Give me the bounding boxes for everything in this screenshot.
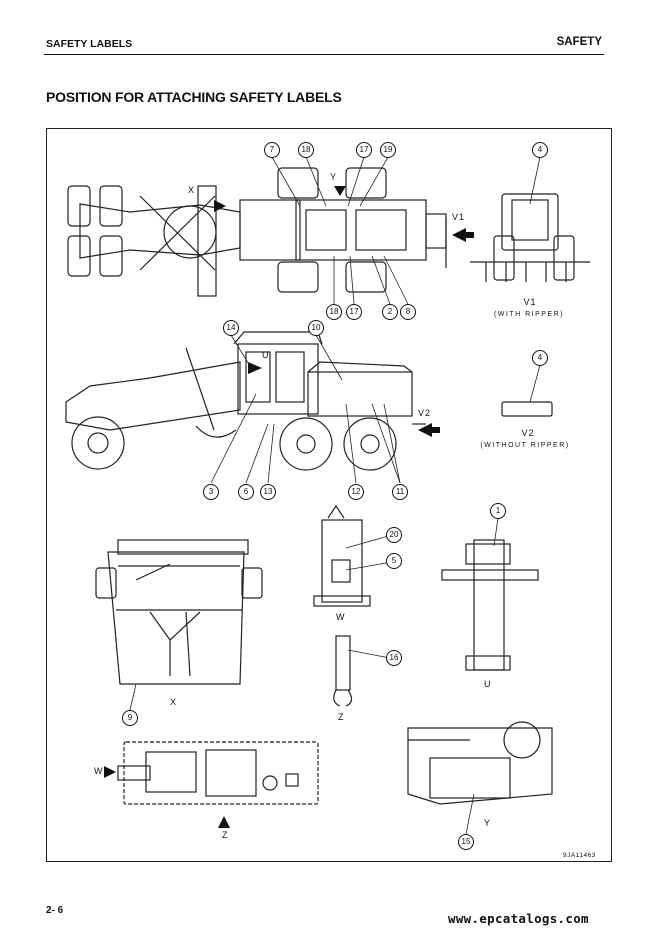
callout-18-top: 18 [298,142,314,158]
callout-13: 13 [260,484,276,500]
callout-1: 1 [490,503,506,519]
view-label-y: Y [330,172,338,182]
callout-17-bottom: 17 [346,304,362,320]
view-note-with-ripper: (WITH RIPPER) [493,311,565,318]
page-title: POSITION FOR ATTACHING SAFETY LABELS [46,89,342,105]
view-label-x-bottom: X [170,697,178,707]
callout-17-top: 17 [356,142,372,158]
callout-10: 10 [308,320,324,336]
callout-6: 6 [238,484,254,500]
view-label-w: W [336,612,346,622]
view-label-u-arrow: U [262,350,270,360]
figure-frame [46,128,612,862]
callout-15: 15 [458,834,474,850]
view-label-w-arrow: W [94,766,104,776]
section-header-right: SAFETY [556,36,602,48]
callout-3: 3 [203,484,219,500]
view-label-v2-arrow: V2 [418,408,432,418]
view-note-without-ripper: (WITHOUT RIPPER) [480,442,570,449]
callout-18-bottom: 18 [326,304,342,320]
callout-14: 14 [223,320,239,336]
callout-7: 7 [264,142,280,158]
view-label-u: U [484,679,492,689]
callout-12: 12 [348,484,364,500]
callout-2: 2 [382,304,398,320]
callout-19: 19 [380,142,396,158]
callout-4-v1: 4 [532,142,548,158]
callout-5: 5 [386,553,402,569]
view-label-v2: V2 [521,428,535,438]
view-label-v1: V1 [523,297,537,307]
section-header-left: SAFETY LABELS [46,38,133,50]
callout-4-v2: 4 [532,350,548,366]
figure-code: 9JA11463 [563,852,596,859]
website-watermark[interactable]: www.epcatalogs.com [448,911,589,926]
view-label-z: Z [222,830,229,840]
view-label-y-detail: Y [484,818,492,828]
callout-8: 8 [400,304,416,320]
header-rule [44,54,604,55]
view-label-z-small: Z [338,712,345,722]
page-number: 2- 6 [46,905,64,916]
view-label-v1-arrow: V1 [452,212,466,222]
callout-11: 11 [392,484,408,500]
callout-20: 20 [386,527,402,543]
callout-9: 9 [122,710,138,726]
view-label-x: X [188,185,196,195]
callout-16: 16 [386,650,402,666]
